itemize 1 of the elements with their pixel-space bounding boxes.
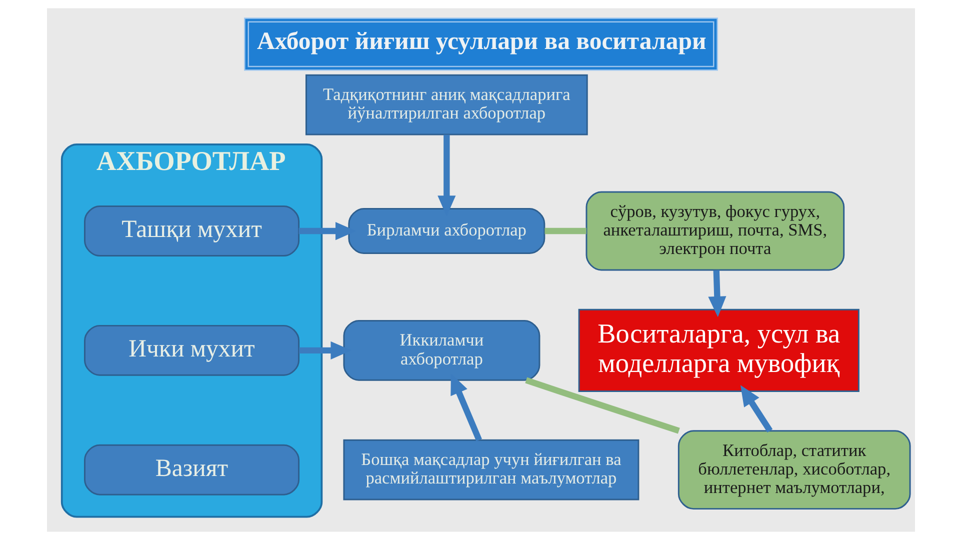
diagram-title: Ахборот йиғиш усуллари ва воситалари [256, 28, 706, 56]
